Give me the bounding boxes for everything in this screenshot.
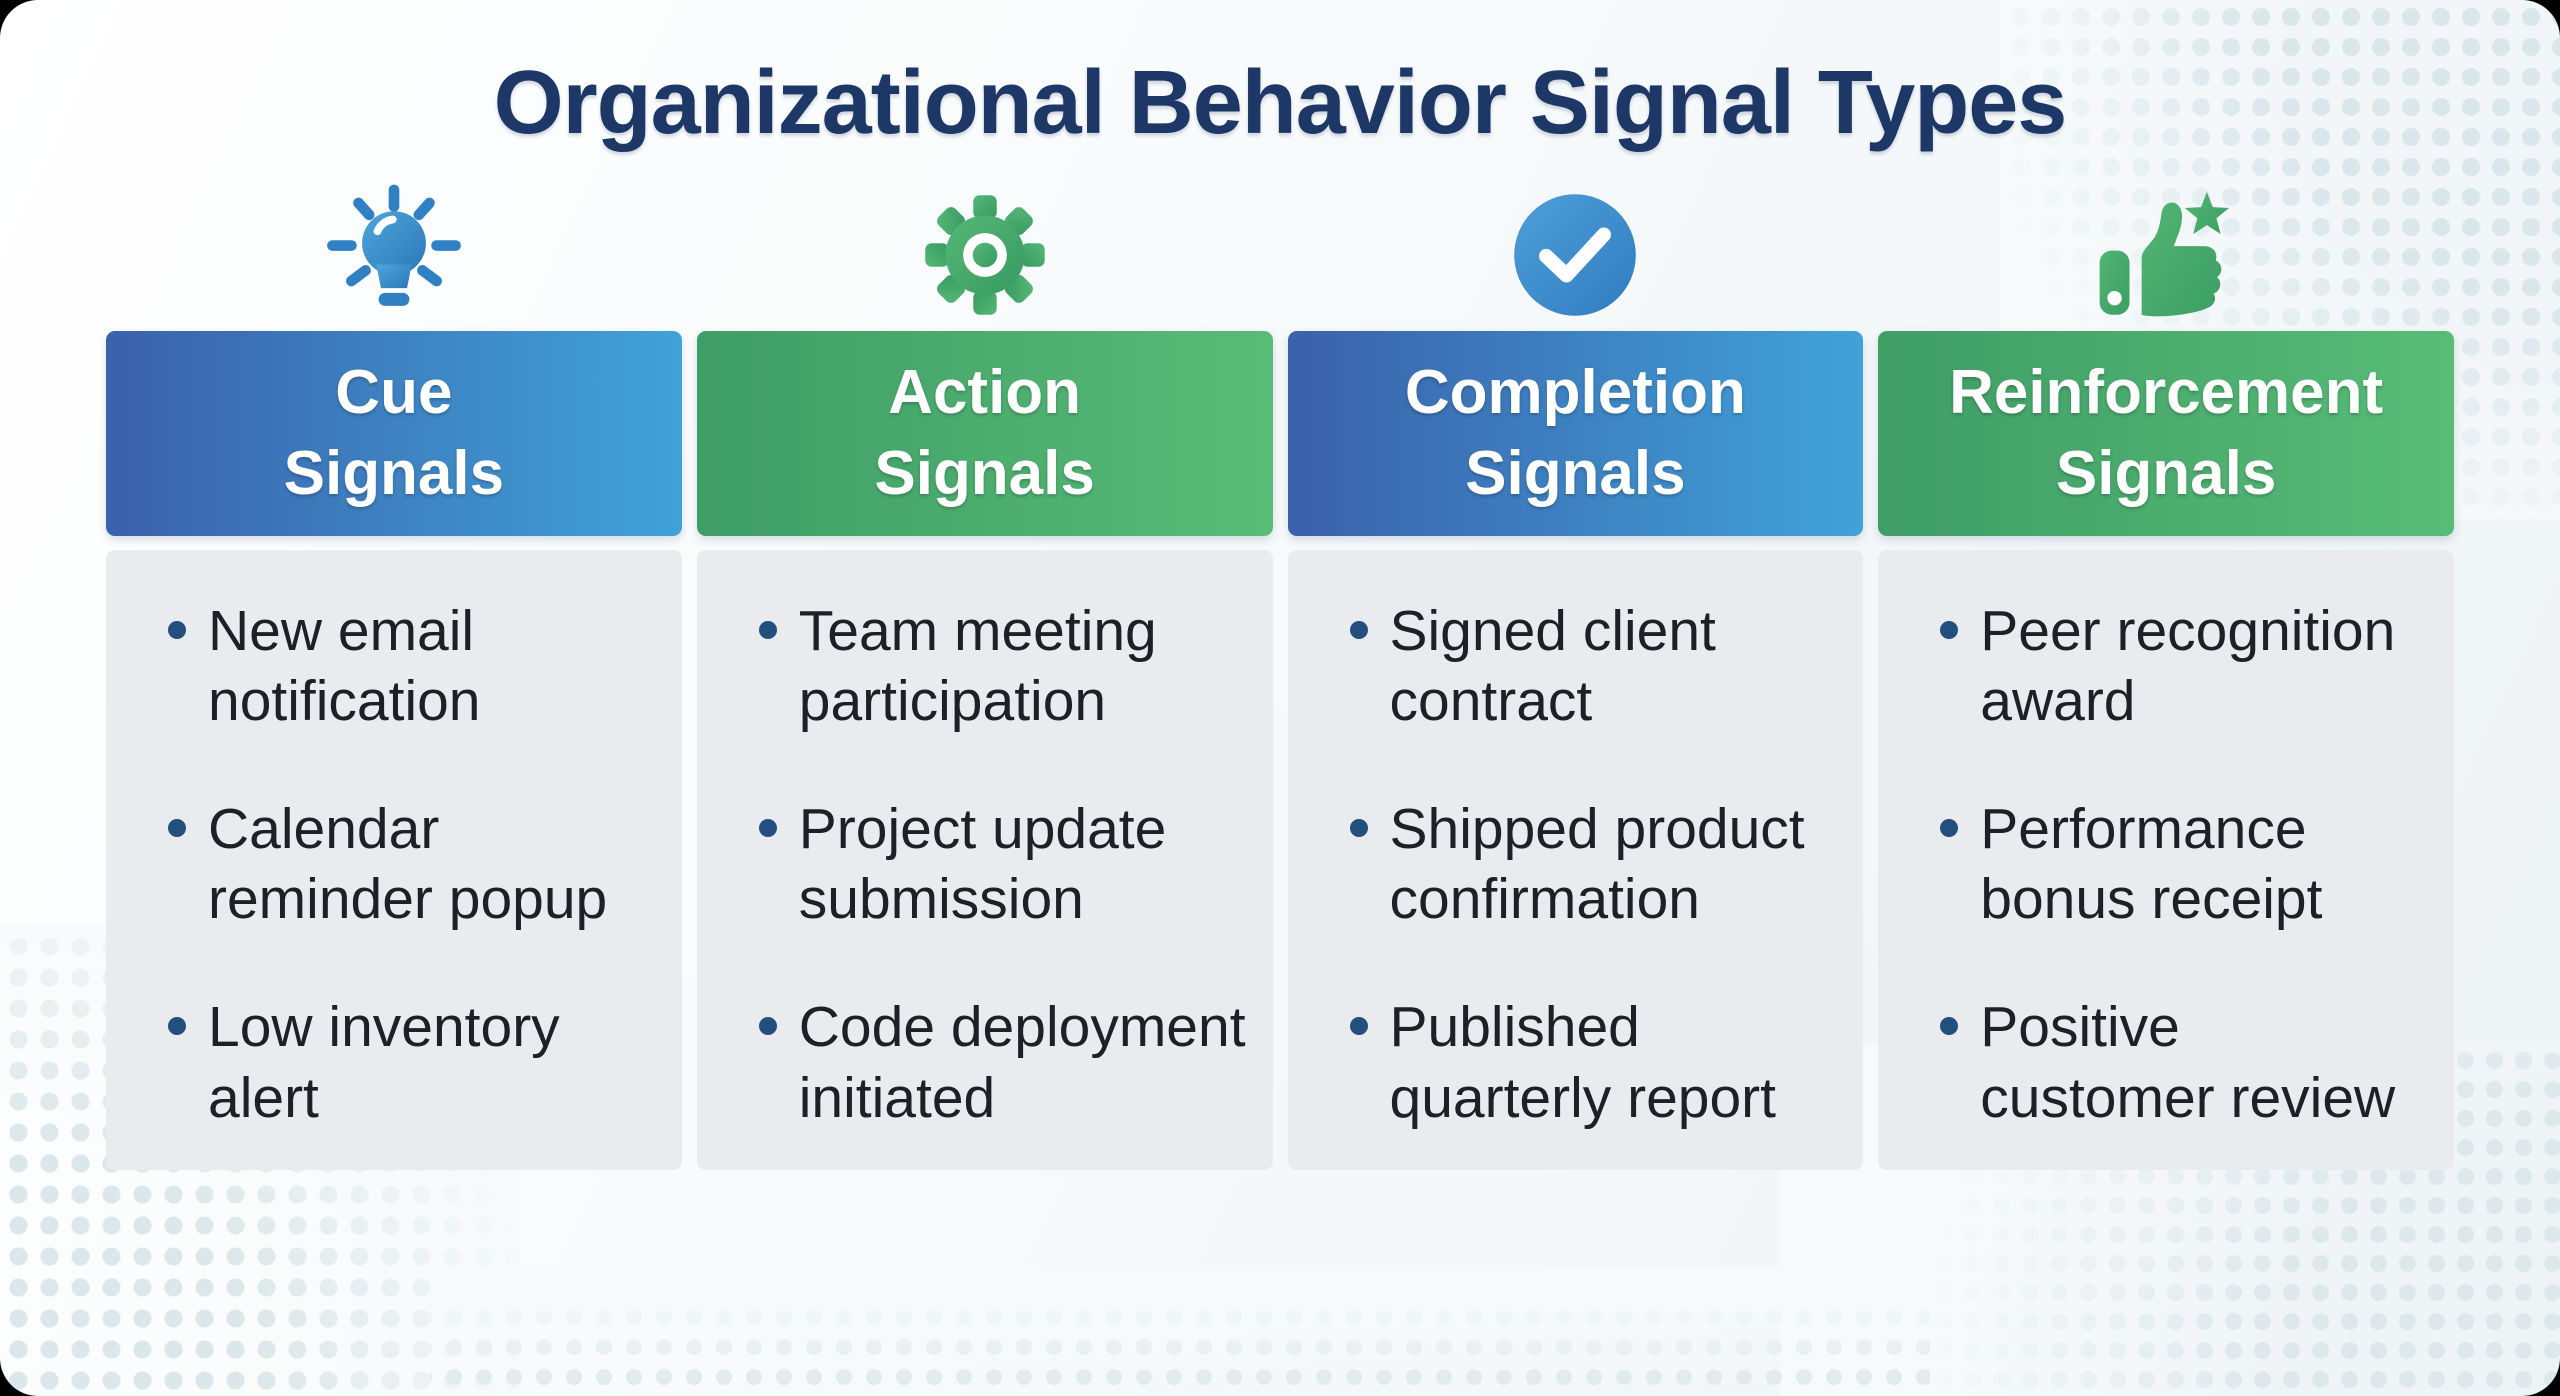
column-body-action: Team meeting participation Project updat… bbox=[696, 550, 1273, 1170]
column-reinforcement-signals: Reinforcement Signals Peer recognition a… bbox=[1878, 179, 2454, 1170]
signal-list: Peer recognition award Performance bonus… bbox=[1878, 550, 2454, 1133]
lightbulb-icon bbox=[106, 179, 682, 331]
column-body-cue: New email notification Calendar reminder… bbox=[106, 550, 682, 1170]
gear-icon bbox=[697, 179, 1273, 331]
column-header-label: Completion Signals bbox=[1404, 357, 1746, 508]
list-item: Calendar reminder popup bbox=[168, 794, 656, 934]
list-item: Shipped product confirmation bbox=[1349, 794, 1838, 934]
list-item: Peer recognition award bbox=[1940, 596, 2428, 736]
column-action-signals: Action Signals Team meeting participatio… bbox=[696, 179, 1273, 1170]
column-header-label: Cue Signals bbox=[283, 357, 505, 508]
column-header-label: Reinforcement Signals bbox=[1949, 357, 2384, 508]
list-item: Positive customer review bbox=[1940, 992, 2428, 1132]
list-item: Project update submission bbox=[758, 794, 1247, 934]
signal-list: New email notification Calendar reminder… bbox=[106, 550, 682, 1133]
list-item: Low inventory alert bbox=[168, 992, 656, 1132]
column-completion-signals: Completion Signals Signed client contrac… bbox=[1287, 179, 1864, 1170]
list-item: Code deployment initiated bbox=[758, 992, 1247, 1132]
column-header-reinforcement: Reinforcement Signals bbox=[1878, 331, 2454, 536]
page-title: Organizational Behavior Signal Types bbox=[493, 53, 2068, 153]
list-item: New email notification bbox=[168, 596, 656, 736]
signal-columns: Cue Signals New email notification Calen… bbox=[106, 179, 2454, 1170]
halftone-pattern-bottom bbox=[430, 1266, 1930, 1396]
list-item: Published quarterly report bbox=[1349, 992, 1838, 1132]
column-header-label: Action Signals bbox=[874, 357, 1095, 508]
column-header-completion: Completion Signals bbox=[1287, 331, 1864, 536]
signal-list: Team meeting participation Project updat… bbox=[697, 550, 1273, 1133]
list-item: Signed client contract bbox=[1349, 596, 1838, 736]
list-item: Performance bonus receipt bbox=[1940, 794, 2428, 934]
column-body-reinforcement: Peer recognition award Performance bonus… bbox=[1878, 550, 2454, 1170]
signal-list: Signed client contract Shipped product c… bbox=[1288, 550, 1864, 1133]
column-cue-signals: Cue Signals New email notification Calen… bbox=[106, 179, 682, 1170]
list-item: Team meeting participation bbox=[758, 596, 1247, 736]
checkmark-circle-icon bbox=[1288, 179, 1864, 331]
thumbs-up-star-icon bbox=[1878, 179, 2454, 331]
column-header-action: Action Signals bbox=[696, 331, 1273, 536]
column-header-cue: Cue Signals bbox=[106, 331, 682, 536]
column-body-completion: Signed client contract Shipped product c… bbox=[1287, 550, 1864, 1170]
